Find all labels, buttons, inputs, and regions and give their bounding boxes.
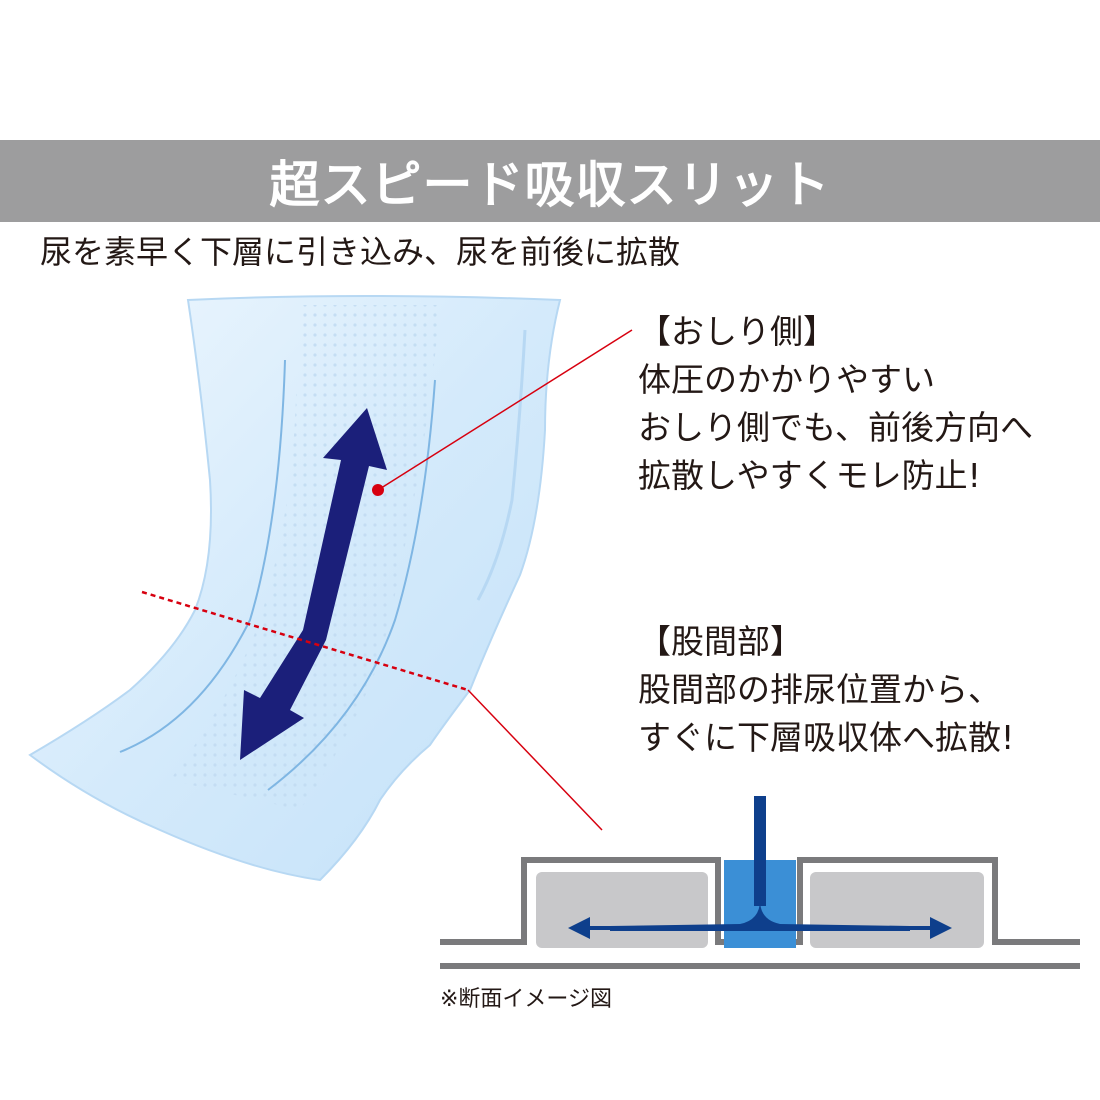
section-base-line [440, 963, 1080, 969]
urine-flow-top [754, 796, 766, 906]
crotch-callout: 【股間部】 股間部の排尿位置から、 すぐに下層吸収体へ拡散! [638, 618, 1014, 762]
subtitle: 尿を素早く下層に引き込み、尿を前後に拡散 [40, 233, 681, 271]
title-banner: 超スピード吸収スリット [0, 140, 1100, 222]
double-arrow-icon [240, 408, 387, 760]
flow-arrow-left-icon [568, 917, 590, 939]
crotch-callout-line: すぐに下層吸収体へ拡散! [638, 718, 1015, 757]
cut-line [141, 590, 603, 831]
hip-leader [372, 329, 633, 496]
hip-callout: 【おしり側】 体圧のかかりやすい おしり側でも、前後方向へ 拡散しやすくモレ防止… [638, 308, 1033, 500]
hip-callout-line: おしり側でも、前後方向へ [638, 408, 1034, 447]
hip-marker-dot [372, 484, 384, 496]
crotch-callout-line: 股間部の排尿位置から、 [638, 670, 1001, 709]
pad-outer-fold [476, 329, 527, 601]
section-note: ※断面イメージ図 [440, 987, 612, 1012]
pad-illustration [28, 295, 562, 882]
spread-arrow [240, 408, 387, 760]
pad-left-edge [119, 359, 286, 753]
crotch-callout-heading: 【股間部】 [638, 622, 803, 661]
absorber-right [810, 872, 984, 948]
cross-section-diagram [440, 796, 1080, 969]
absorber-left [536, 872, 708, 948]
banner-title: 超スピード吸収スリット [269, 156, 831, 214]
hip-callout-line: 体圧のかかりやすい [638, 360, 935, 399]
hip-callout-line: 拡散しやすくモレ防止! [638, 456, 981, 495]
flow-arrow-right-icon [930, 917, 952, 939]
hip-callout-heading: 【おしり側】 [638, 312, 836, 351]
pad-right-edge [267, 379, 436, 791]
